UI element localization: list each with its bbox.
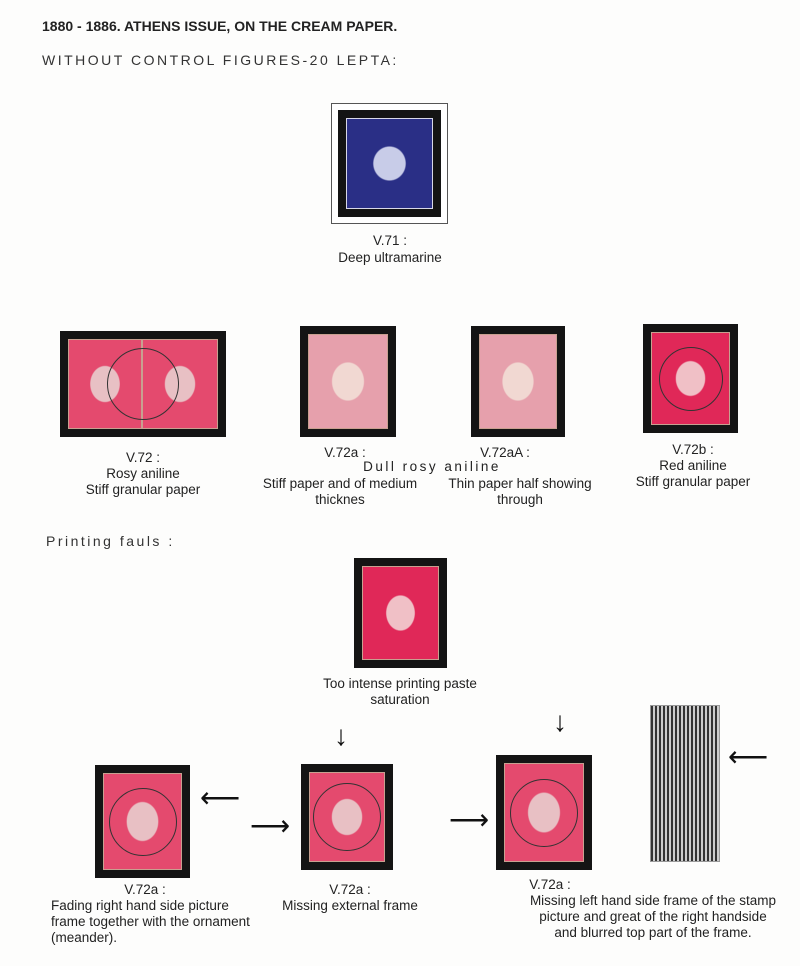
stamp-v72a xyxy=(300,326,396,437)
v72aA-code: V.72aA : xyxy=(480,445,530,460)
v72-line1: Rosy aniline xyxy=(106,466,180,481)
faults-heading: Printing fauls : xyxy=(46,533,175,549)
v72a-line2: thicknes xyxy=(315,492,365,507)
section-subtitle: WITHOUT CONTROL FIGURES-20 LEPTA: xyxy=(42,52,399,68)
arrow-right-icon: ⟶ xyxy=(449,804,490,835)
fault2-line: Missing external frame xyxy=(282,898,418,913)
stamp-fault-1 xyxy=(95,765,190,878)
arrow-down-icon: ↓ xyxy=(553,706,567,737)
stamp-fault-saturation xyxy=(354,558,447,668)
stamp-v71-frame xyxy=(331,103,448,224)
v72b-line1: Red aniline xyxy=(659,458,727,473)
v72-code: V.72 : xyxy=(125,450,161,465)
arrow-right-icon: ⟶ xyxy=(250,810,291,841)
v72aA-line2: through xyxy=(497,492,543,507)
fault3-line: and blurred top part of the frame. xyxy=(554,925,752,940)
stamp-fault-2 xyxy=(301,764,393,870)
v72-line2: Stiff granular paper xyxy=(85,482,201,497)
fault1-code: V.72a : xyxy=(124,882,166,897)
v72a-code: V.72a : xyxy=(324,445,366,460)
fault1-line: (meander). xyxy=(51,930,118,945)
stamp-v72-pair xyxy=(60,331,226,437)
v72b-code: V.72b : xyxy=(672,442,714,457)
stamp-v72b xyxy=(643,324,738,433)
stamp-v72aA xyxy=(471,326,565,437)
fault3-line: picture and great of the right handside xyxy=(539,909,767,924)
fault2-code: V.72a : xyxy=(329,882,371,897)
arrow-left-icon: ⟵ xyxy=(728,741,769,772)
stamp-fault-3 xyxy=(496,755,592,870)
fault1-line: frame together with the ornament xyxy=(51,914,250,929)
enlarged-detail-image xyxy=(650,705,720,862)
group-label: Dull rosy aniline xyxy=(363,459,501,474)
fault-center-line2: saturation xyxy=(370,692,430,707)
fault-center-line1: Too intense printing paste xyxy=(323,676,477,691)
fault1-line: Fading right hand side picture xyxy=(51,898,229,913)
fault3-code: V.72a : xyxy=(529,877,571,892)
v71-desc: Deep ultramarine xyxy=(338,250,442,265)
v72b-line2: Stiff granular paper xyxy=(635,474,751,489)
page-title: 1880 - 1886. ATHENS ISSUE, ON THE CREAM … xyxy=(42,18,398,34)
v72a-line1: Stiff paper and of medium xyxy=(262,476,418,491)
arrow-left-icon: ⟵ xyxy=(200,782,241,813)
stamp-v71 xyxy=(338,110,441,217)
v71-code: V.71 : xyxy=(372,233,408,248)
arrow-down-icon: ↓ xyxy=(334,720,348,751)
v72aA-line1: Thin paper half showing xyxy=(448,476,592,491)
fault3-line: Missing left hand side frame of the stam… xyxy=(529,893,777,908)
